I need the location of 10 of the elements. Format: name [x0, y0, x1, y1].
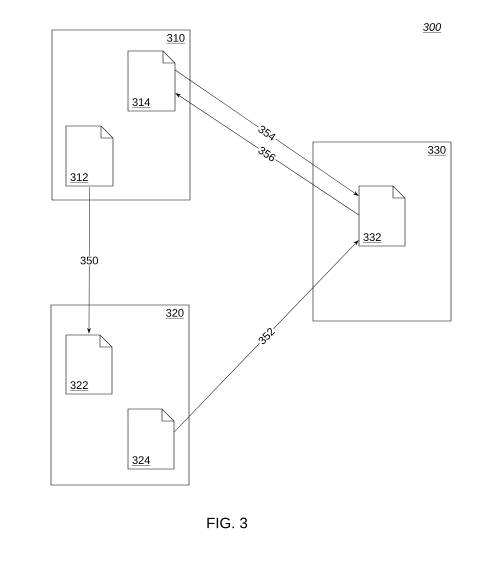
arrow	[174, 70, 358, 196]
arrow	[87, 187, 91, 334]
figure-number: 300	[422, 23, 442, 32]
edge-label: 356	[256, 144, 278, 164]
caption: FIG. 3	[207, 518, 248, 528]
arrow	[174, 240, 358, 432]
arrow	[176, 93, 360, 216]
edge-label: 352	[256, 325, 278, 347]
edge-label: 350	[79, 256, 100, 266]
edge-label: 354	[256, 123, 278, 143]
